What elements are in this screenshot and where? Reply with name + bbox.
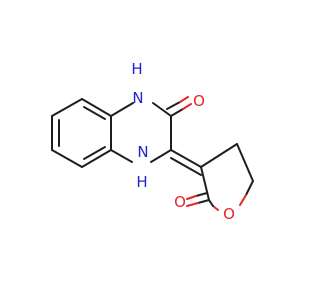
bond (208, 199, 214, 207)
bond (170, 157, 202, 176)
bond (197, 199, 210, 204)
bond (186, 195, 197, 200)
bond (81, 98, 112, 117)
atom-label-o-lactone-carbonyl: O (174, 193, 186, 211)
bond (239, 194, 247, 206)
molecule-structure: H N N H O O O (51, 60, 254, 223)
pyrazine-ring (110, 102, 172, 163)
bond (110, 149, 133, 163)
lactone-ring (200, 143, 254, 211)
structure-canvas: H N N H O O O (51, 60, 254, 223)
atom-label-h1: H (131, 60, 142, 78)
atom-label-o-ring: O (223, 205, 235, 223)
bond (212, 205, 219, 211)
lactone-carbonyl (186, 192, 210, 207)
bond (195, 192, 208, 197)
bond (51, 149, 83, 168)
bond (200, 166, 210, 201)
bond (200, 143, 238, 168)
bond (179, 96, 189, 103)
double-bond-inner (83, 106, 106, 120)
bond (110, 102, 134, 117)
exocyclic-double-bond (170, 149, 202, 176)
benzene-ring (51, 98, 112, 168)
bond (51, 98, 83, 117)
bond (182, 103, 192, 110)
bond (245, 180, 254, 196)
double-bond-inner (83, 146, 106, 160)
bond (150, 149, 172, 163)
bond (236, 143, 254, 182)
atom-label-o-ketone: O (193, 92, 205, 110)
ketone-group (166, 96, 192, 117)
bond (152, 102, 172, 117)
bond (81, 149, 112, 168)
bond (170, 149, 202, 168)
atom-label-n1: N (132, 89, 143, 107)
atom-label-h4: H (136, 173, 147, 191)
atom-label-n4: N (137, 143, 148, 161)
atom-n4: N H (136, 143, 148, 191)
bond (186, 202, 199, 207)
atom-n1: H N (131, 60, 143, 107)
bond (166, 101, 181, 110)
bond (170, 108, 184, 117)
